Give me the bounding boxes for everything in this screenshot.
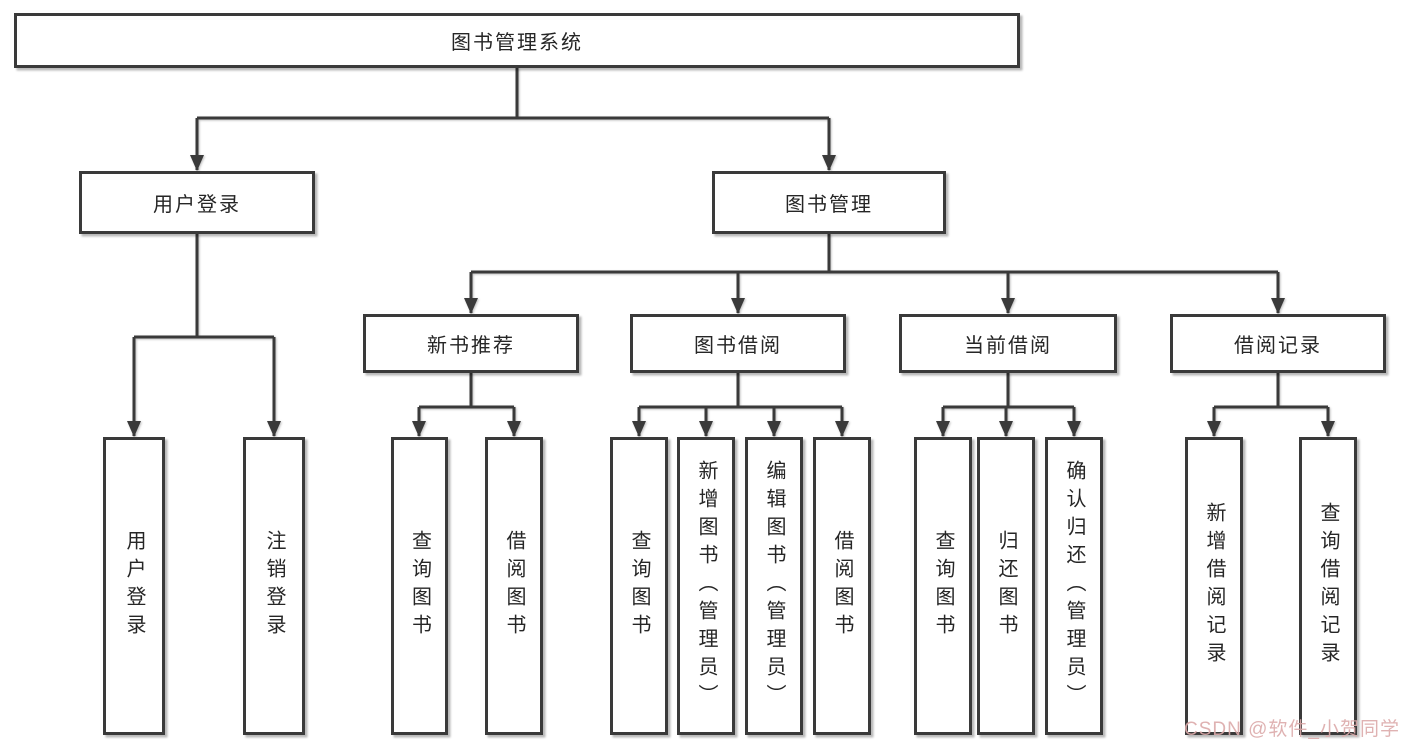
node-leaf-add-books-admin: 新增图书（管理员） <box>677 437 735 735</box>
node-book-management: 图书管理 <box>712 171 946 234</box>
node-new-book-recommend: 新书推荐 <box>363 314 579 373</box>
node-leaf-query-borrow-record: 查询借阅记录 <box>1299 437 1357 735</box>
node-book-borrow: 图书借阅 <box>630 314 846 373</box>
node-leaf-query-books-recommend: 查询图书 <box>391 437 448 735</box>
node-borrow-records: 借阅记录 <box>1170 314 1386 373</box>
connector-arrows <box>127 118 1335 437</box>
node-leaf-borrow-books-recommend: 借阅图书 <box>485 437 543 735</box>
node-leaf-return-books: 归还图书 <box>977 437 1035 735</box>
node-current-borrow: 当前借阅 <box>899 314 1117 373</box>
node-leaf-borrow-books: 借阅图书 <box>813 437 871 735</box>
node-root: 图书管理系统 <box>14 13 1020 68</box>
node-leaf-user-login: 用户登录 <box>103 437 165 735</box>
node-leaf-add-borrow-record: 新增借阅记录 <box>1185 437 1243 735</box>
node-leaf-confirm-return-admin: 确认归还（管理员） <box>1045 437 1103 735</box>
node-leaf-query-books-current: 查询图书 <box>914 437 972 735</box>
node-leaf-query-books-borrow: 查询图书 <box>610 437 668 735</box>
node-leaf-logout: 注销登录 <box>243 437 305 735</box>
connector-trunks <box>134 68 1328 409</box>
node-leaf-edit-books-admin: 编辑图书（管理员） <box>745 437 803 735</box>
node-user-login: 用户登录 <box>79 171 315 234</box>
